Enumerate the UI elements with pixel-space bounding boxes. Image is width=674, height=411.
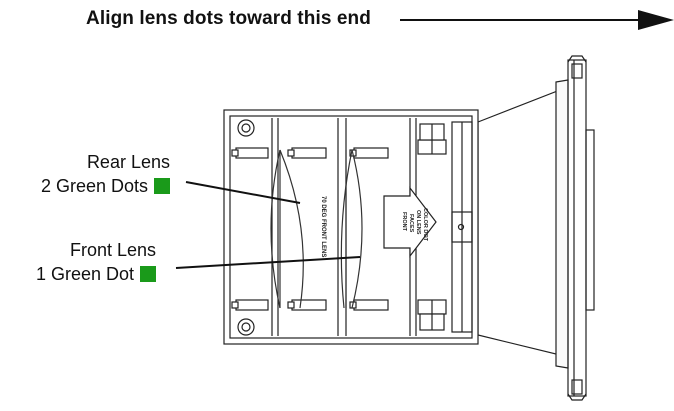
rear-lens-leader-line [185,181,301,204]
lens-spec-text: 70 DEG FRONT LENS [320,196,326,257]
rear-lens [270,149,304,309]
rear-lens-dots-text: 2 Green Dots [40,176,148,196]
mounting-bracket [477,55,595,401]
arrow-text-line1: COLOR DOT [422,208,428,242]
green-dot-icon [140,266,156,282]
rear-lens-name: Rear Lens [86,152,170,172]
front-lens [340,149,363,309]
rear-lens-label: Rear Lens 2 Green Dots [30,150,170,198]
front-lens-dots-text: 1 Green Dot [35,264,134,284]
front-lens-dots-row: 1 Green Dot [0,262,156,286]
rear-lens-dots-row: 2 Green Dots [30,174,170,198]
direction-arrow-icon [400,10,674,30]
arrow-text-line2: ON LENS [415,210,421,235]
alignment-instruction: Align lens dots toward this end [86,8,371,29]
green-dot-icon [154,178,170,194]
arrow-text-line4: FRONT [401,212,407,232]
front-lens-label: Front Lens 1 Green Dot [0,238,156,286]
color-dot-arrow-icon: COLOR DOT ON LENS FACES FRONT [383,186,437,258]
front-lens-leader-line [175,256,361,269]
front-lens-name: Front Lens [69,240,156,260]
arrow-text-line3: FACES [408,214,414,233]
